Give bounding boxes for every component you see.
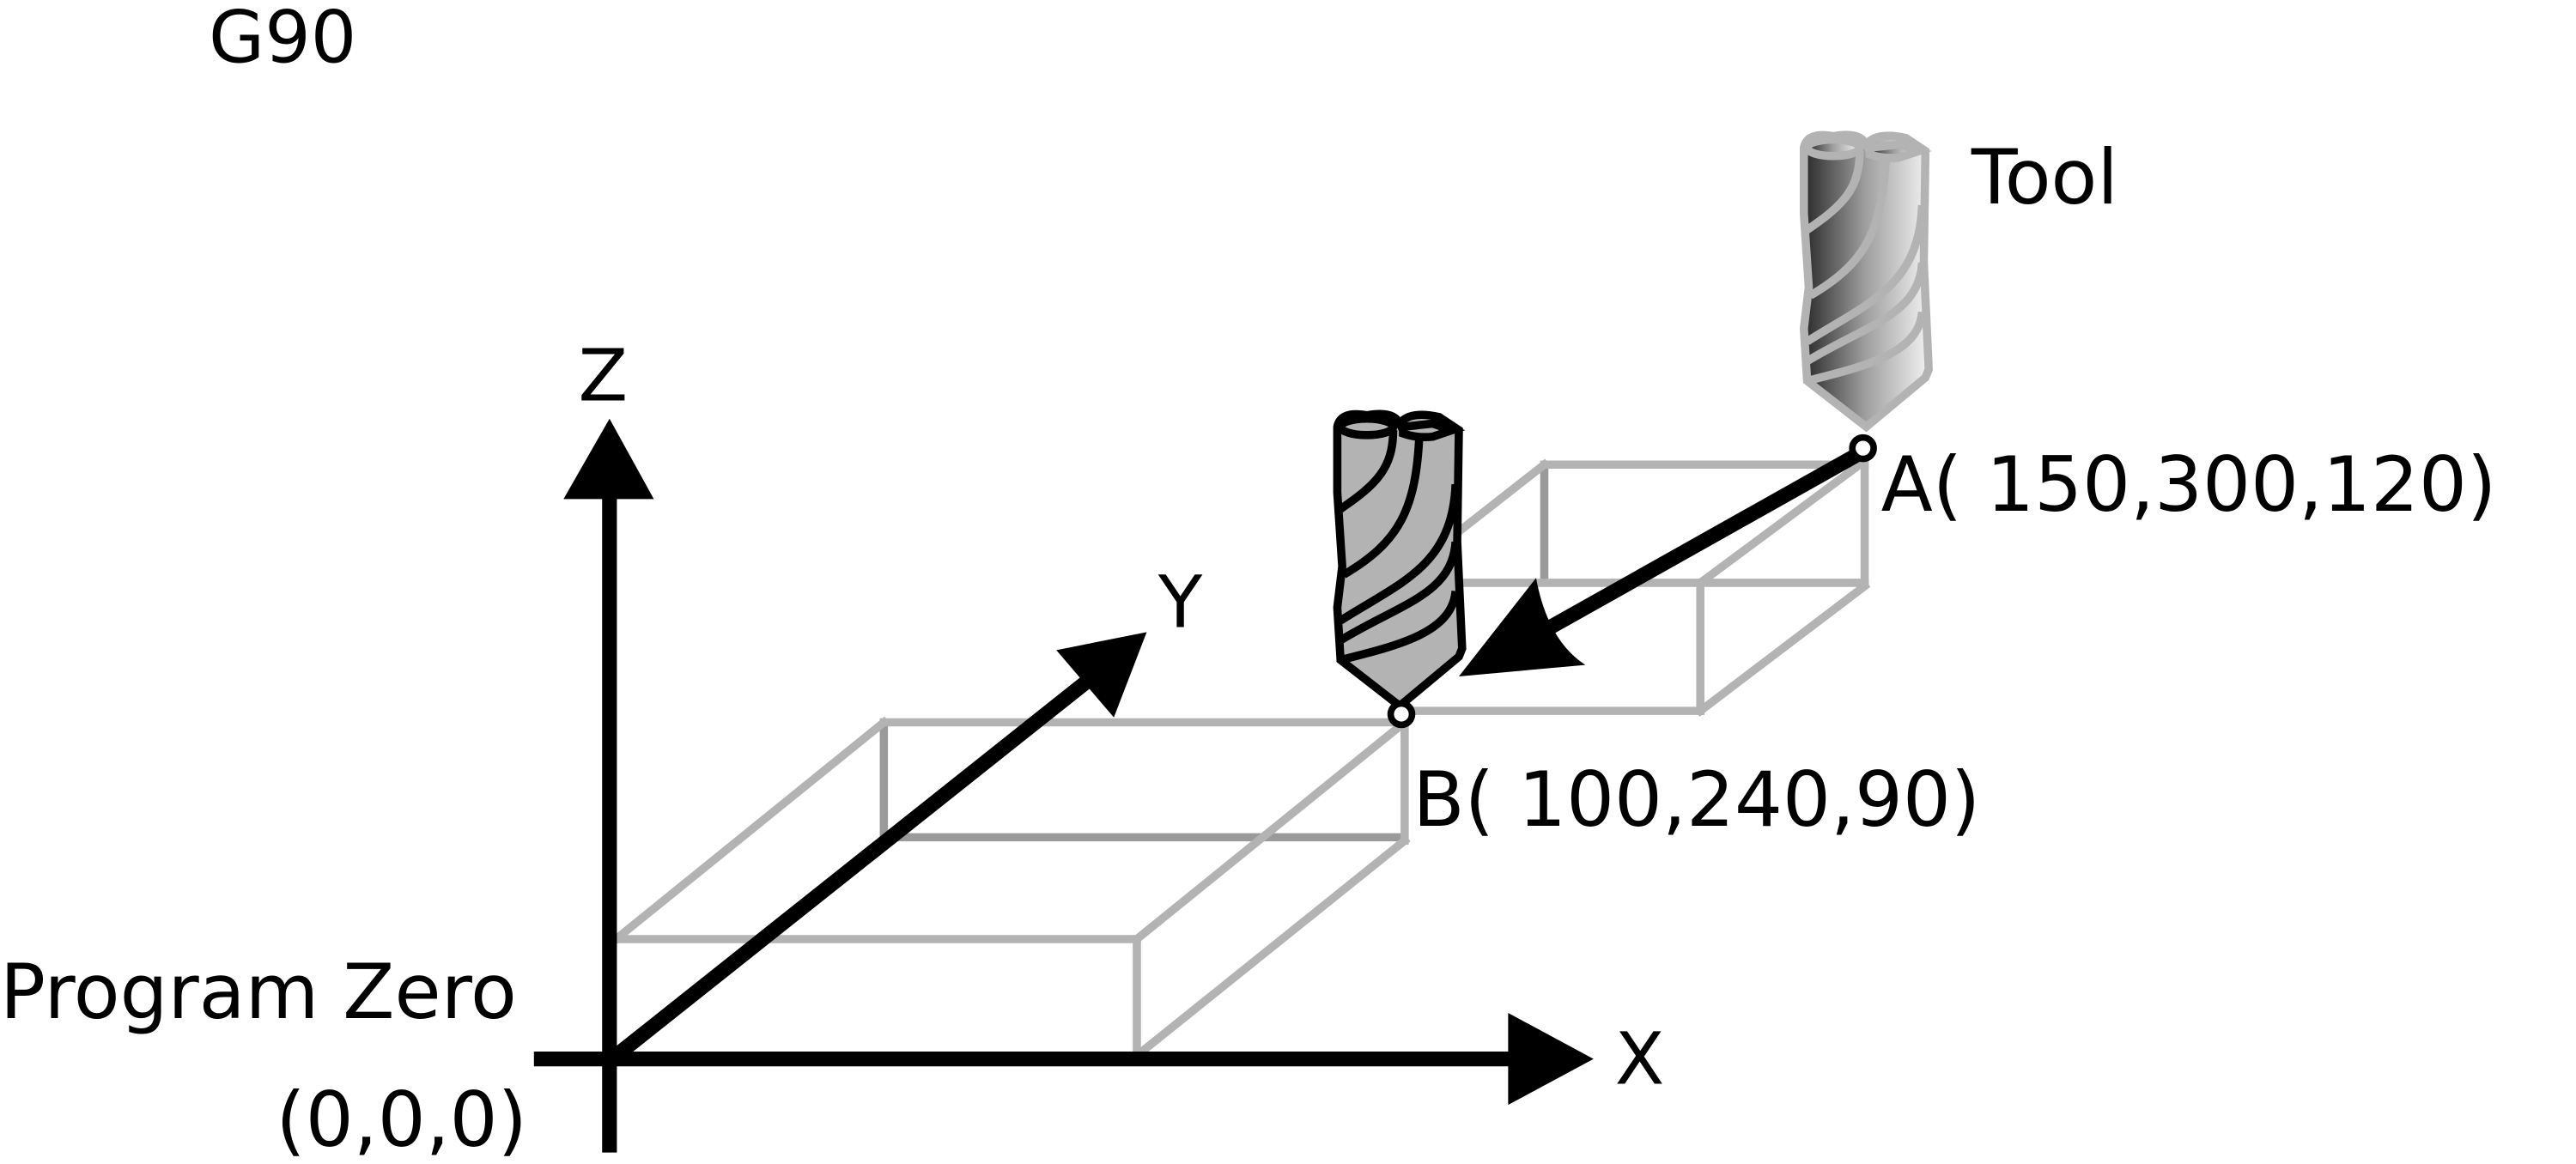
tool-label: Tool (1971, 133, 2118, 221)
tool-at-a-icon (1804, 135, 1929, 427)
z-axis: Z (563, 334, 654, 1153)
x-arrowhead-icon (1508, 1013, 1594, 1106)
tool-at-b-icon (1337, 414, 1461, 706)
point-a-label: A( 150,300,120) (1881, 440, 2497, 529)
point-a-marker (1849, 433, 1877, 463)
mode-label: G90 (209, 0, 356, 80)
movement-arrowhead-icon (1458, 578, 1586, 676)
y-axis: Y (611, 561, 1203, 1062)
workpiece-upper-box (1408, 458, 1871, 717)
program-zero-label: Program Zero (0, 948, 517, 1036)
y-axis-label: Y (1157, 561, 1203, 645)
z-axis-label: Z (578, 334, 628, 418)
x-axis: X (533, 1013, 1665, 1106)
y-arrowhead-icon (1056, 632, 1147, 718)
x-axis-label: X (1615, 1016, 1665, 1100)
z-arrowhead-icon (563, 418, 654, 500)
movement-arrow (1458, 445, 1867, 676)
program-zero-coords: (0,0,0) (276, 1076, 527, 1164)
point-b-label: B( 100,240,90) (1413, 755, 1980, 844)
workpiece-lower-box (610, 716, 1411, 1062)
point-b-marker (1387, 700, 1416, 729)
